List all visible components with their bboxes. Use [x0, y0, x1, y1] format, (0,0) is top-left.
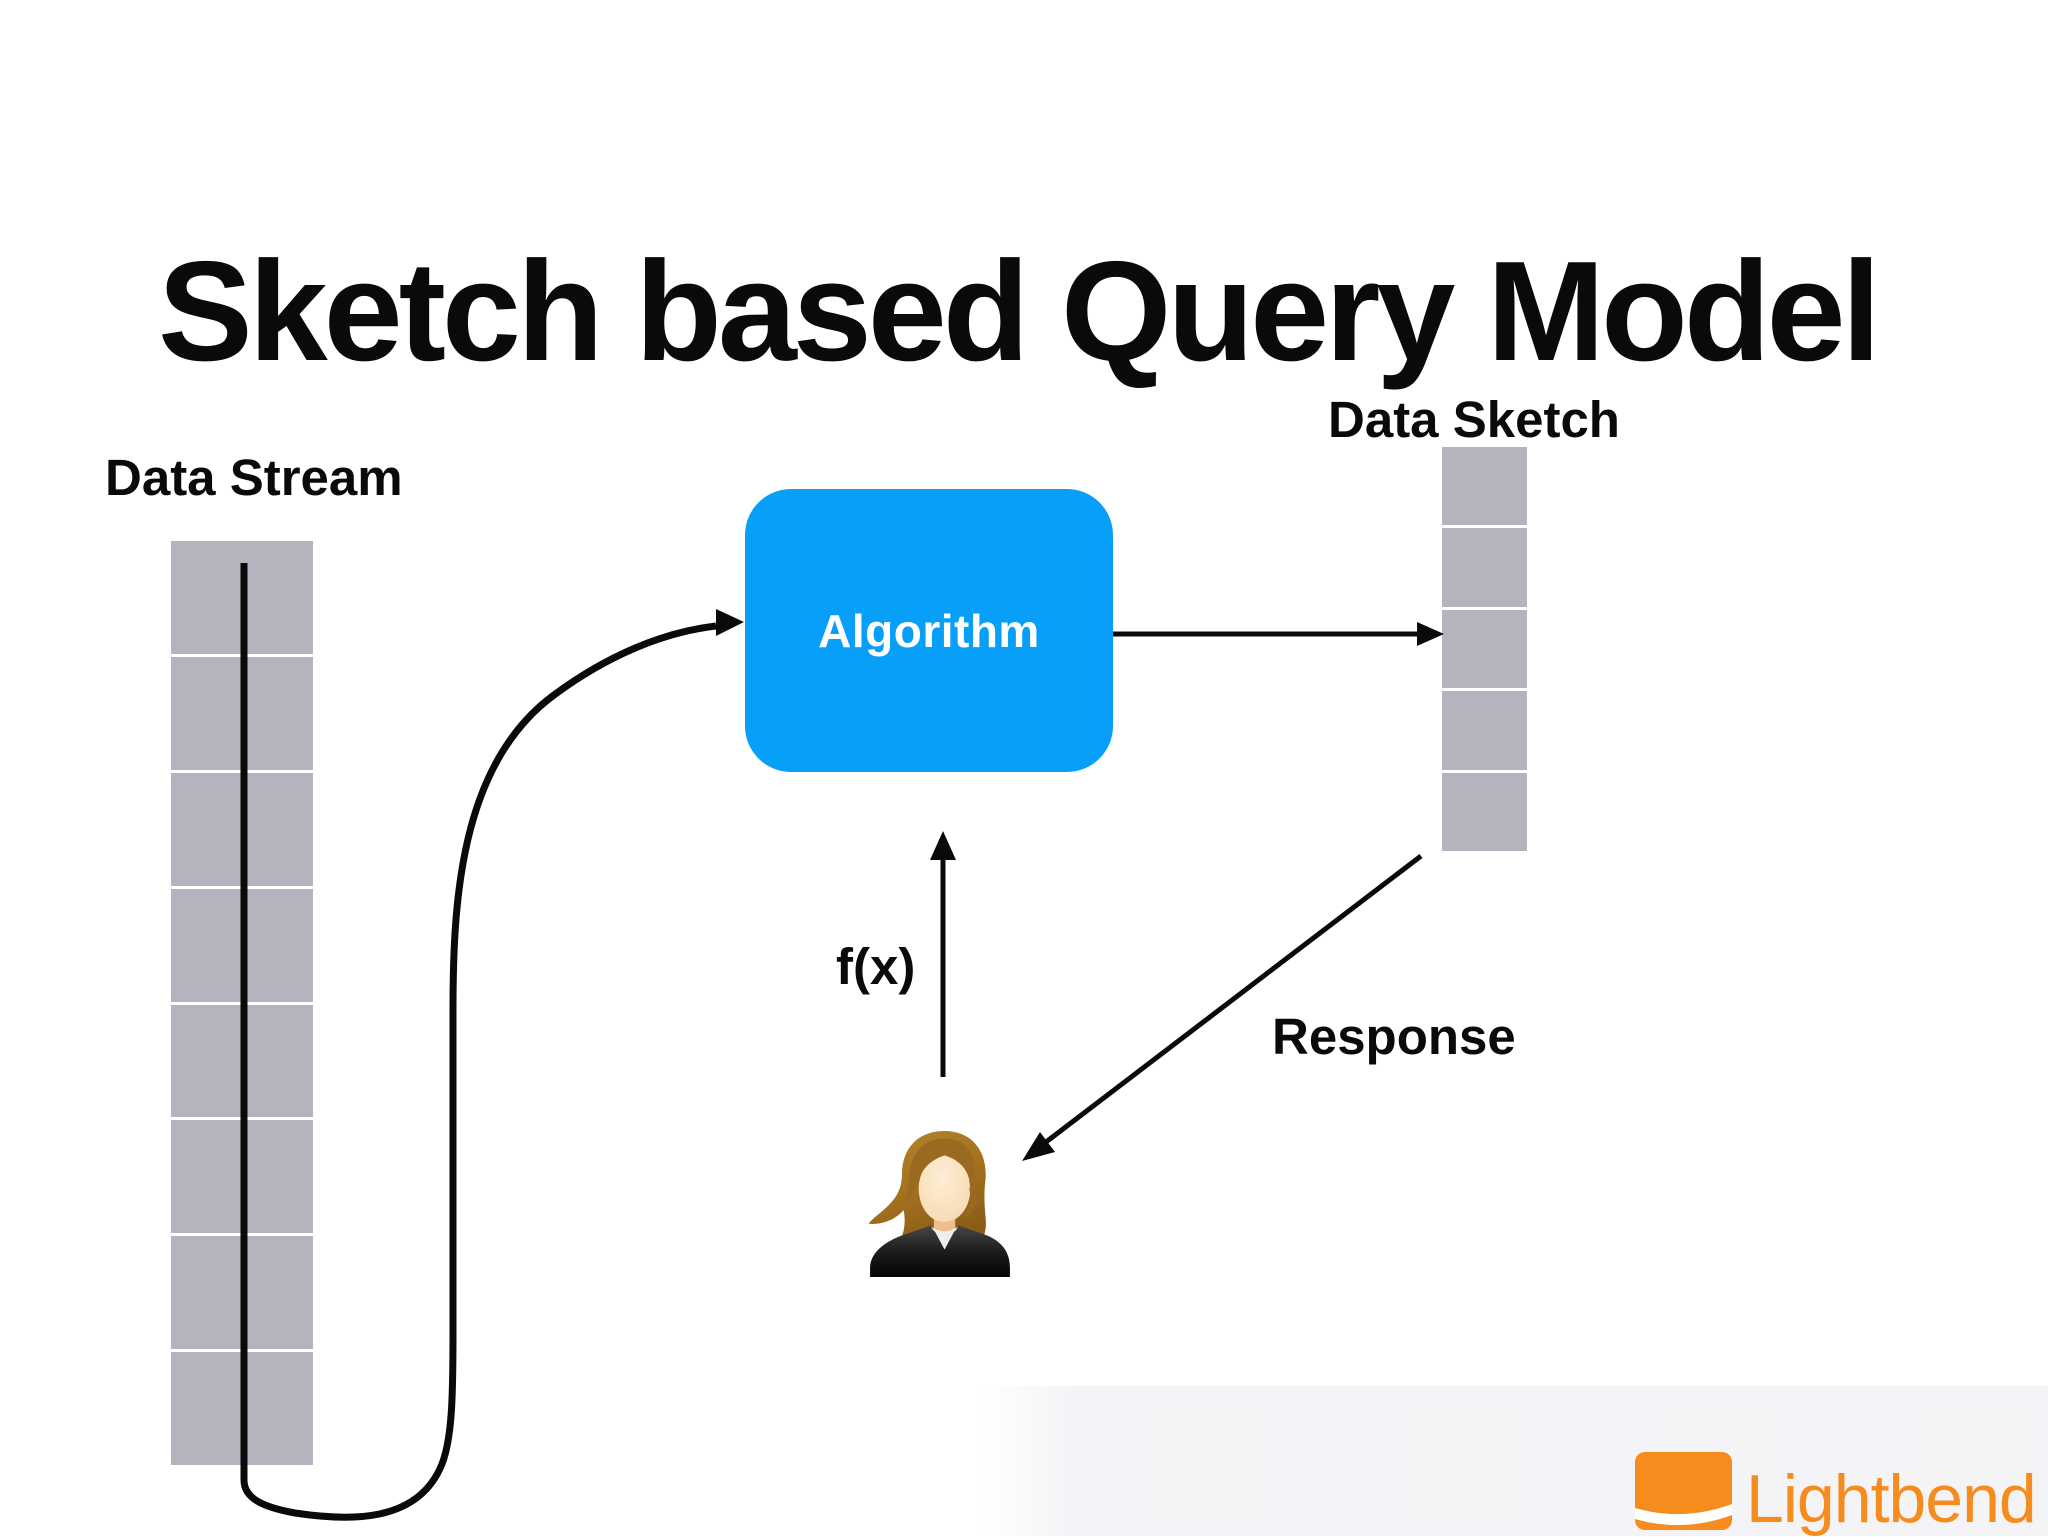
response-label: Response — [1272, 1008, 1516, 1065]
data-stream-cell — [171, 656, 313, 770]
lightbend-logo-icon — [1635, 1452, 1732, 1530]
user-to-algorithm-fx-arrow — [930, 831, 956, 1077]
woman-user-icon — [868, 1131, 1010, 1277]
data-stream-column — [171, 541, 313, 1465]
data-stream-cell — [171, 1004, 313, 1118]
data-sketch-column — [1442, 447, 1527, 852]
data-sketch-cell — [1442, 772, 1527, 852]
data-stream-cell — [171, 888, 313, 1002]
algorithm-box: Algorithm — [745, 489, 1113, 772]
data-sketch-cell — [1442, 528, 1527, 607]
slide-title: Sketch based Query Model — [158, 232, 1881, 392]
brand-lockup: Lightbend — [1635, 1452, 2037, 1533]
data-stream-cell — [171, 1352, 313, 1465]
algorithm-label: Algorithm — [818, 604, 1040, 657]
data-sketch-label: Data Sketch — [1328, 391, 1620, 448]
data-stream-label: Data Stream — [105, 449, 403, 506]
data-sketch-cell — [1442, 691, 1527, 770]
data-stream-cell — [171, 772, 313, 886]
data-stream-cell — [171, 1120, 313, 1234]
data-stream-cell — [171, 541, 313, 654]
stream-to-algorithm-arrow — [240, 563, 744, 1521]
background-tint — [980, 1386, 2048, 1536]
data-stream-cell — [171, 1236, 313, 1350]
data-sketch-cell — [1442, 609, 1527, 689]
algorithm-to-sketch-arrow — [1113, 622, 1444, 646]
data-sketch-cell — [1442, 447, 1527, 526]
brand-name: Lightbend — [1746, 1461, 2037, 1537]
fx-label: f(x) — [836, 938, 916, 995]
